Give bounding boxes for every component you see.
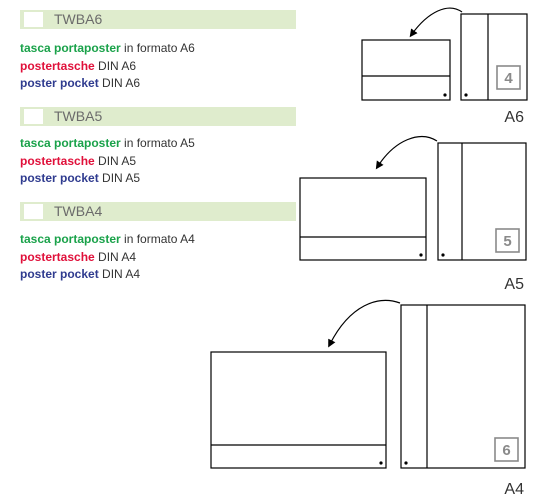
diagram-number: 4 [504, 70, 513, 87]
description-line-en: poster pocket DIN A6 [20, 75, 195, 93]
description-line-it: tasca portaposter in formato A5 [20, 135, 195, 153]
description-line-it: tasca portaposter in formato A4 [20, 231, 195, 249]
keyword-de: postertasche [20, 249, 95, 264]
pocket-back [437, 142, 527, 261]
pocket-dot [441, 253, 445, 257]
pocket-front [361, 39, 451, 101]
product-description-twba6: tasca portaposter in formato A6 posterta… [20, 40, 195, 93]
pocket-front [210, 351, 387, 469]
keyword-en: poster pocket [20, 171, 99, 185]
arrow-icon [409, 7, 463, 38]
keyword-en: poster pocket [20, 267, 99, 281]
number-box [496, 65, 521, 90]
pocket-back [400, 304, 526, 469]
product-header-twba5: TWBA5 [20, 107, 296, 126]
product-code: TWBA6 [54, 11, 103, 27]
pocket-dot [419, 253, 423, 257]
product-header-twba4: TWBA4 [20, 202, 296, 221]
line-text: DIN A4 [94, 249, 137, 264]
number-box [495, 228, 520, 253]
diagram-a5: 5 A5 [299, 136, 527, 293]
diagram-number: 6 [502, 442, 510, 459]
diagram-number: 5 [503, 233, 511, 250]
line-text: in formato A6 [120, 41, 195, 55]
line-text: DIN A5 [94, 153, 137, 168]
line-text: DIN A5 [98, 171, 141, 185]
pocket-dot [404, 461, 408, 465]
pocket-dot [464, 93, 468, 97]
checkbox-square [24, 12, 43, 27]
number-box [494, 437, 519, 462]
description-line-de: postertasche DIN A6 [20, 58, 195, 76]
diagram-a4: 6 A4 [210, 299, 526, 498]
keyword-de: postertasche [20, 153, 95, 168]
line-text: DIN A4 [98, 267, 141, 281]
description-line-it: tasca portaposter in formato A6 [20, 40, 195, 58]
checkbox-square [24, 109, 43, 124]
checkbox-square [24, 204, 43, 219]
line-text: in formato A4 [120, 232, 195, 246]
product-description-twba4: tasca portaposter in formato A4 posterta… [20, 231, 195, 284]
keyword-it: tasca portaposter [20, 136, 121, 150]
product-code: TWBA5 [54, 108, 103, 124]
product-code: TWBA4 [54, 203, 103, 219]
pocket-front [299, 177, 427, 261]
size-label: A4 [504, 481, 524, 498]
diagram-a6: 4 A6 [361, 7, 528, 126]
line-text: in formato A5 [120, 136, 195, 150]
size-label: A6 [504, 109, 524, 126]
line-text: DIN A6 [94, 58, 137, 73]
product-description-twba5: tasca portaposter in formato A5 posterta… [20, 135, 195, 188]
arrow-icon [375, 136, 438, 170]
pocket-dot [379, 461, 383, 465]
arrow-icon [328, 299, 401, 348]
description-line-de: postertasche DIN A5 [20, 153, 195, 171]
line-text: DIN A6 [98, 76, 141, 90]
keyword-it: tasca portaposter [20, 232, 121, 246]
keyword-de: postertasche [20, 58, 95, 73]
pocket-dot [443, 93, 447, 97]
description-line-en: poster pocket DIN A5 [20, 170, 195, 188]
size-label: A5 [504, 276, 524, 293]
keyword-it: tasca portaposter [20, 41, 121, 55]
pocket-back [460, 13, 528, 101]
keyword-en: poster pocket [20, 76, 99, 90]
description-line-en: poster pocket DIN A4 [20, 266, 195, 284]
product-header-twba6: TWBA6 [20, 10, 296, 29]
description-line-de: postertasche DIN A4 [20, 249, 195, 267]
